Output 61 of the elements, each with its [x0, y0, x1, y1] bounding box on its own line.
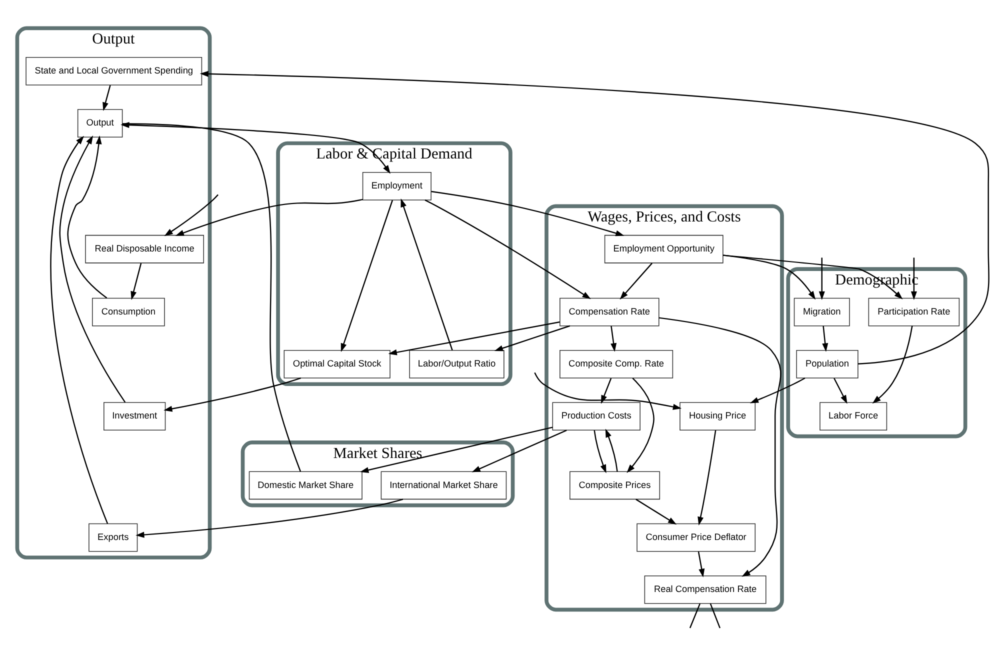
arrow	[164, 376, 302, 412]
node-box: Composite Comp. Rate	[560, 350, 674, 378]
arrow	[494, 324, 570, 351]
arrow	[400, 198, 453, 350]
node-box: State and Local Government Spending	[26, 56, 202, 85]
arrow	[472, 429, 567, 472]
node-box: Labor Force	[820, 402, 888, 430]
arrow	[698, 551, 705, 577]
arrow	[600, 378, 612, 404]
node-box: Real Disposable Income	[85, 234, 204, 263]
arrow	[636, 498, 677, 524]
arrow	[175, 198, 363, 236]
node-box: Employment	[362, 172, 432, 200]
arrow	[610, 326, 617, 352]
node-box: Composite Prices	[570, 470, 660, 500]
node-box: Output	[77, 108, 123, 138]
arrow	[136, 498, 404, 538]
node-box: Labor/Output Ratio	[409, 350, 504, 378]
arrow	[750, 377, 806, 403]
arrow	[594, 430, 606, 473]
arrow	[130, 262, 142, 300]
arrow	[626, 377, 654, 472]
arrow	[431, 190, 624, 236]
node-box: Optimal Capital Stock	[284, 350, 390, 378]
arrow	[50, 135, 108, 524]
node-box: Consumer Price Deflator	[636, 522, 756, 552]
node-box: Production Costs	[552, 402, 640, 430]
node-box: Exports	[88, 522, 138, 552]
arrow	[388, 320, 560, 355]
arrow	[872, 325, 913, 404]
arrow	[102, 84, 111, 110]
node-box: Employment Opportunity	[604, 234, 724, 263]
connector	[710, 602, 721, 628]
arrow	[723, 254, 816, 300]
arrow	[620, 262, 652, 300]
connector	[122, 122, 302, 472]
arrow	[658, 316, 782, 576]
arrow	[59, 135, 126, 402]
node-box: Investment	[104, 402, 166, 430]
arrow	[340, 200, 394, 352]
arrow	[534, 372, 682, 410]
arrow	[67, 135, 108, 298]
arrow	[200, 70, 990, 364]
connector	[689, 602, 701, 628]
node-box: Participation Rate	[868, 297, 960, 326]
arrow	[698, 430, 716, 525]
node-box: Population	[796, 350, 858, 378]
arrow	[822, 326, 828, 352]
arrow	[605, 428, 618, 472]
node-box: Real Compensation Rate	[644, 575, 766, 604]
node-box: Compensation Rate	[560, 297, 660, 326]
arrow	[360, 426, 553, 472]
node-box: Domestic Market Share	[248, 470, 362, 500]
node-box: Migration	[794, 297, 850, 326]
arrow	[834, 377, 848, 404]
arrow	[818, 257, 825, 300]
arrow	[164, 194, 218, 236]
node-box: International Market Share	[380, 470, 507, 500]
arrow	[424, 199, 591, 299]
node-box: Housing Price	[680, 402, 756, 430]
node-box: Consumption	[92, 297, 165, 326]
